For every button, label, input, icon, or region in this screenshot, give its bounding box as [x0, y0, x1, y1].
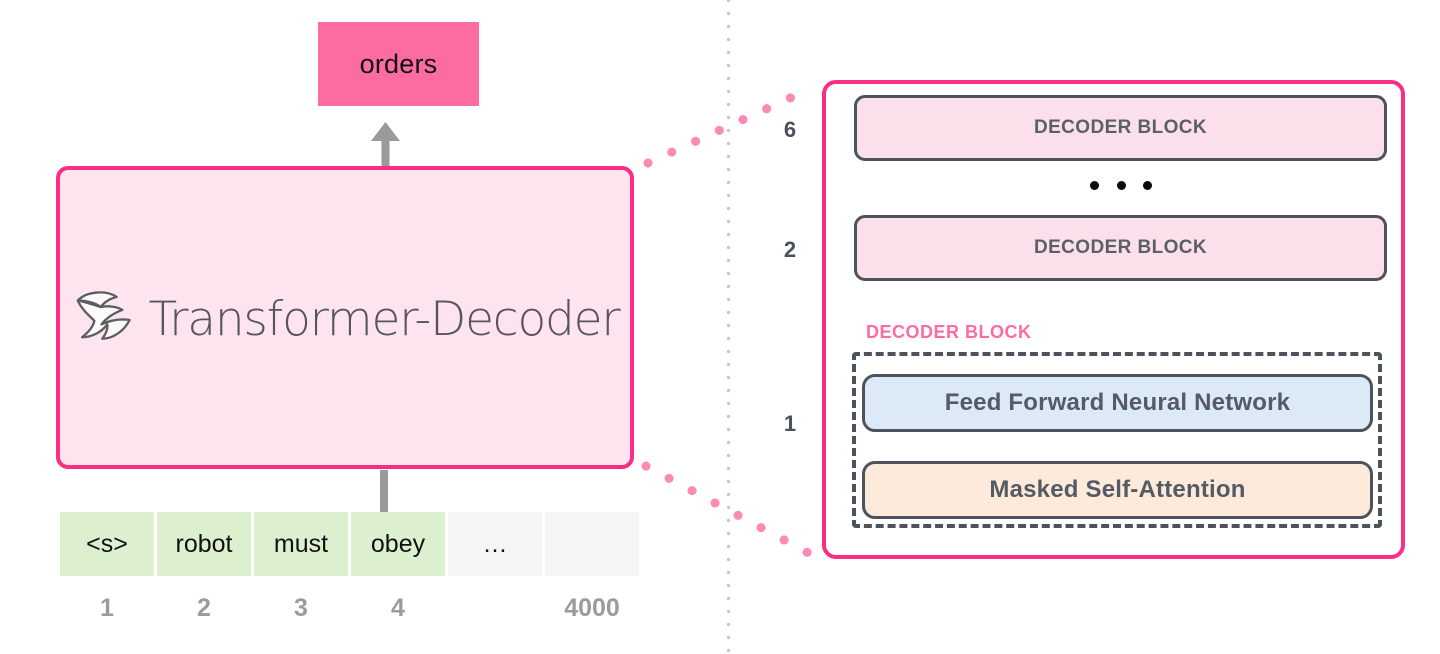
- vertical-dotted-divider: [726, 0, 731, 654]
- token-cell[interactable]: robot: [157, 512, 251, 576]
- horizontal-ellipsis-icon: [1090, 176, 1152, 194]
- layer-number-bottom: 1: [783, 411, 797, 436]
- jalammar-bird-logo-icon: [76, 290, 131, 340]
- token-cell[interactable]: …: [448, 512, 542, 576]
- layer-number-middle: 2: [783, 237, 797, 262]
- decoder-block-2[interactable]: DECODER BLOCK: [854, 215, 1387, 281]
- token-cell[interactable]: must: [254, 512, 348, 576]
- expanded-block-caption: DECODER BLOCK: [866, 322, 1032, 342]
- expanded-decoder-block-outline: [852, 352, 1382, 528]
- feed-forward-neural-network-block[interactable]: Feed Forward Neural Network: [862, 374, 1373, 432]
- masked-self-attention-block[interactable]: Masked Self-Attention: [862, 461, 1373, 519]
- up-arrow-icon: [371, 122, 400, 167]
- token-index-label: 4000: [564, 593, 620, 622]
- token-index-label: 1: [100, 593, 114, 622]
- token-cell[interactable]: obey: [351, 512, 445, 576]
- layer-number-top: 6: [783, 117, 797, 142]
- token-index-label: 4: [391, 593, 405, 622]
- brand-title: Transformer-Decoder: [148, 292, 621, 347]
- token-index-label: 2: [197, 593, 211, 622]
- transformer-decoder-card: Transformer-Decoder: [56, 166, 634, 469]
- output-token-box: orders: [318, 22, 479, 106]
- token-cell[interactable]: [545, 512, 639, 576]
- output-token-label: orders: [359, 48, 438, 79]
- decoder-block-6[interactable]: DECODER BLOCK: [854, 95, 1387, 161]
- token-cell[interactable]: <s>: [60, 512, 154, 576]
- token-index-label: 3: [294, 593, 308, 622]
- input-stem-icon: [380, 470, 388, 512]
